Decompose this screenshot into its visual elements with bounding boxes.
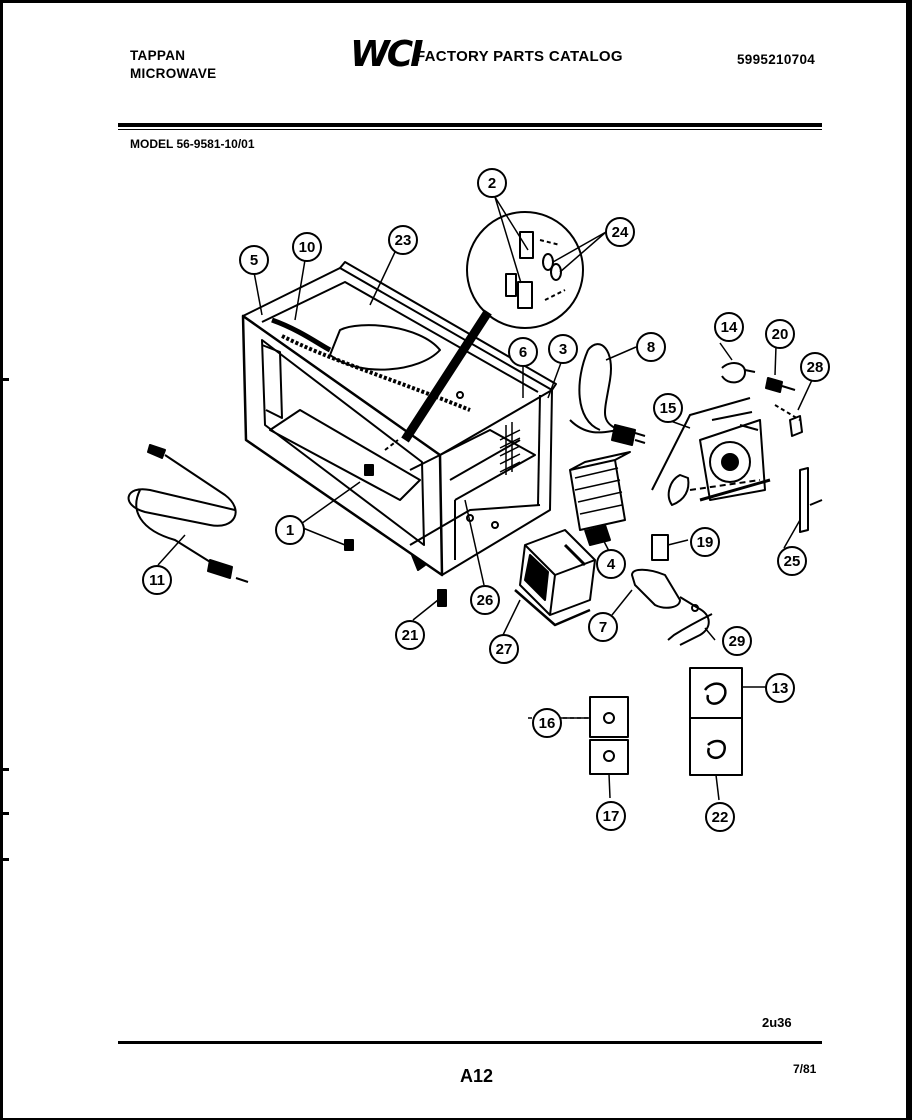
part-box-13	[689, 667, 743, 719]
callout-4: 4	[607, 556, 616, 573]
callout-14: 14	[721, 319, 738, 336]
callout-circles	[142, 168, 830, 832]
callout-22: 22	[712, 809, 729, 826]
callout-3: 3	[559, 341, 567, 358]
leg-drawing	[437, 589, 447, 607]
callout-5: 5	[250, 252, 258, 269]
interlock-switch-inset	[401, 211, 584, 443]
page-number: A12	[460, 1066, 494, 1086]
capacitor-drawing	[631, 534, 710, 646]
transformer-drawing	[514, 529, 596, 627]
footer-rule	[118, 1041, 822, 1044]
brand-block: TAPPAN MICROWAVE	[130, 47, 216, 83]
power-cord-drawing	[569, 343, 646, 446]
catalog-part-number: 5995210704	[737, 52, 816, 67]
callout-26: 26	[477, 592, 494, 609]
part-box-22	[689, 717, 743, 776]
callout-28: 28	[807, 359, 824, 376]
callout-24: 24	[612, 224, 629, 241]
callout-25: 25	[784, 553, 801, 570]
edge-mark	[0, 378, 9, 381]
product-type: MICROWAVE	[130, 66, 217, 81]
leader-lines	[157, 196, 813, 801]
callout-17: 17	[603, 808, 620, 825]
magnetron-drawing	[569, 451, 631, 546]
brand-name: TAPPAN	[130, 48, 186, 63]
edge-mark	[0, 812, 9, 815]
lead-wire-drawing	[667, 613, 713, 641]
edge-mark	[0, 858, 9, 861]
callout-20: 20	[772, 326, 789, 343]
model-number: MODEL 56-9581-10/01	[130, 137, 255, 151]
callout-8: 8	[647, 339, 655, 356]
part-box-17	[589, 739, 629, 775]
callout-19: 19	[697, 534, 714, 551]
callout-2: 2	[488, 175, 496, 192]
callout-21: 21	[402, 627, 419, 644]
callout-16: 16	[539, 715, 556, 732]
header-rule	[118, 123, 822, 127]
edge-mark	[0, 768, 9, 771]
callout-10: 10	[299, 239, 316, 256]
callout-labels: 1 2 3 4 5 6 7 8 10 11 13 14 15 16 17 19 …	[149, 175, 823, 826]
callout-1: 1	[286, 522, 294, 539]
callout-23: 23	[395, 232, 412, 249]
heater-element-drawing	[127, 444, 249, 583]
revision-date: 7/81	[793, 1062, 817, 1076]
callout-15: 15	[660, 400, 677, 417]
oven-cavity-drawing	[241, 261, 557, 577]
diagram-code: 2u36	[762, 1015, 792, 1030]
wci-logo: WCI	[350, 34, 424, 75]
catalog-title: FACTORY PARTS CATALOG	[416, 48, 623, 65]
callout-7: 7	[599, 619, 607, 636]
part-box-16	[589, 696, 629, 738]
header-rule-thin	[118, 129, 822, 130]
callout-11: 11	[149, 572, 165, 589]
callout-29: 29	[729, 633, 746, 650]
callout-6: 6	[519, 344, 527, 361]
fan-assembly-drawing	[651, 397, 823, 533]
catalog-sheet	[3, 3, 906, 1118]
fastener-drawing	[344, 439, 399, 551]
lamp-drawing	[721, 362, 796, 393]
callout-27: 27	[496, 641, 513, 658]
callout-13: 13	[772, 680, 789, 697]
